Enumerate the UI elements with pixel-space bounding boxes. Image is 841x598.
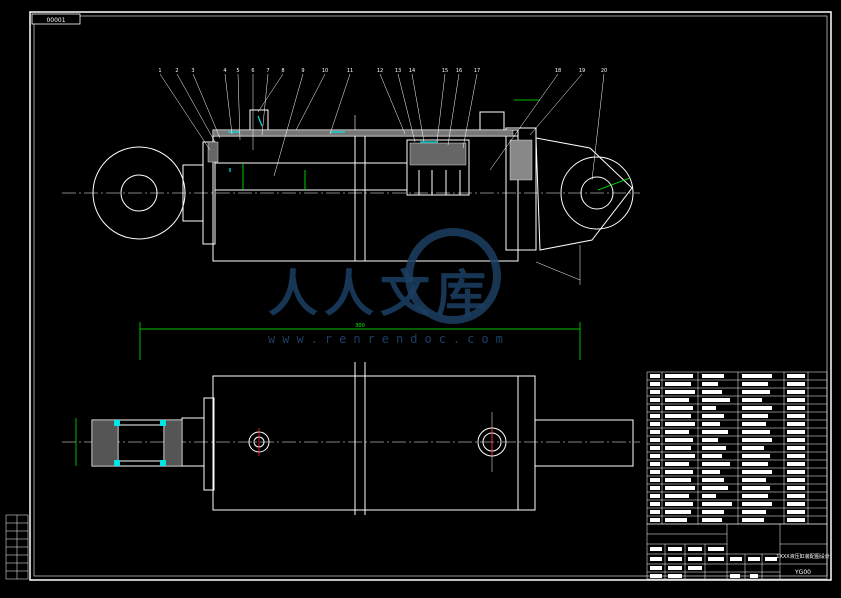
balloon-13: 13 [395,68,401,74]
balloon-14: 14 [409,68,415,74]
plan-hatch-left [91,419,119,467]
balloons-top-right: 12 13 14 15 16 17 [377,68,480,74]
balloon-7: 7 [266,68,269,74]
balloon-4: 4 [223,68,226,74]
balloon-18: 18 [555,68,561,74]
balloon-10: 10 [322,68,328,74]
plan-hatch-right [163,419,183,467]
balloon-12: 12 [377,68,383,74]
balloons-top-left: 1 2 3 4 5 6 7 8 9 10 11 [158,68,353,74]
balloon-3: 3 [191,68,194,74]
drawing-number: YG00 [794,569,811,576]
title-block-name: 1XXX液压缸装配图设计 [776,553,829,560]
cyan-markers-plan [114,420,166,466]
title-block-cells [650,547,777,578]
corner-code: 00001 [46,17,65,24]
corner-code-box [31,13,81,25]
inner-frame [33,15,828,577]
balloon-6: 6 [251,68,254,74]
balloon-9: 9 [301,68,304,74]
balloon-2: 2 [175,68,178,74]
cyan-markers-top [228,115,438,172]
balloon-17: 17 [474,68,480,74]
parts-list [646,371,828,525]
balloon-8: 8 [281,68,284,74]
balloon-19: 19 [579,68,585,74]
balloon-5: 5 [236,68,239,74]
overall-length-dimension [75,322,581,466]
leader-lines [159,73,605,181]
balloon-20: 20 [601,68,607,74]
left-margin-table [5,514,29,580]
balloon-1: 1 [158,68,161,74]
section-view [62,109,640,285]
title-block [646,523,828,580]
balloon-16: 16 [456,68,462,74]
parts-list-cells [650,374,805,522]
plan-view [62,362,640,515]
balloon-15: 15 [442,68,448,74]
red-crosshairs [258,428,493,456]
balloon-11: 11 [347,68,353,74]
sheet-border [29,11,832,581]
green-dimensions-top [242,99,631,191]
hatch-sections [207,129,533,181]
balloons-far-right: 18 19 20 [555,68,607,74]
overall-length-value: 300 [355,323,365,329]
